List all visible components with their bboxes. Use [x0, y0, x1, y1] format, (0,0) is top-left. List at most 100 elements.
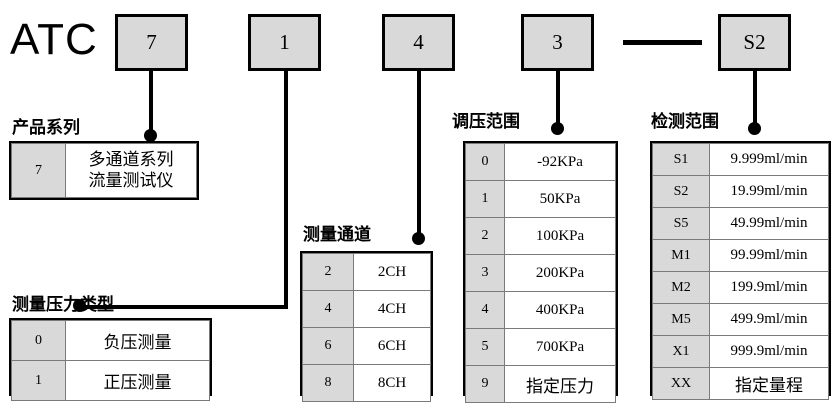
table-row[interactable]: 4 4CH: [302, 290, 431, 328]
row-desc: 199.9ml/min: [709, 271, 829, 304]
row-desc: 8CH: [353, 364, 431, 402]
code-box-pressure-range[interactable]: 3: [521, 14, 594, 71]
row-desc: 2CH: [353, 253, 431, 291]
row-desc: 指定压力: [504, 365, 616, 403]
connector-pressure-range: [556, 71, 560, 128]
table-detection-range-body: S1 9.999ml/min S2 19.99ml/min S5 49.99ml…: [652, 143, 829, 400]
row-desc: 19.99ml/min: [709, 175, 829, 208]
row-code: 1: [465, 180, 505, 218]
row-code: M2: [652, 271, 710, 304]
row-desc: 负压测量: [65, 320, 210, 361]
table-row[interactable]: 6 6CH: [302, 327, 431, 365]
connector-product-series: [149, 71, 153, 136]
row-desc: 多通道系列流量测试仪: [65, 143, 197, 198]
code-box-product-series[interactable]: 7: [115, 14, 188, 71]
table-detection-range: S1 9.999ml/min S2 19.99ml/min S5 49.99ml…: [650, 141, 831, 400]
table-row[interactable]: XX 指定量程: [652, 367, 829, 400]
row-desc: 4CH: [353, 290, 431, 328]
table-row[interactable]: S2 19.99ml/min: [652, 175, 829, 208]
row-code: 1: [11, 360, 66, 401]
row-desc: 99.99ml/min: [709, 239, 829, 272]
caption-pressure-range: 调压范围: [452, 112, 520, 132]
caption-detection-range: 检测范围: [651, 112, 719, 132]
table-channels: 2 2CH 4 4CH 6 6CH 8 8CH: [300, 251, 433, 402]
row-code: 4: [465, 291, 505, 329]
caption-channels: 测量通道: [303, 225, 371, 245]
table-row[interactable]: 5 700KPa: [465, 328, 616, 366]
row-code: X1: [652, 335, 710, 368]
row-code: S1: [652, 143, 710, 176]
table-row[interactable]: 4 400KPa: [465, 291, 616, 329]
table-row[interactable]: M2 199.9ml/min: [652, 271, 829, 304]
connector-dot-detection-range: [748, 122, 761, 135]
table-row[interactable]: X1 999.9ml/min: [652, 335, 829, 368]
table-row[interactable]: 0 负压测量: [11, 320, 210, 361]
row-desc: 指定量程: [709, 367, 829, 400]
table-row[interactable]: 0 -92KPa: [465, 143, 616, 181]
table-row[interactable]: S1 9.999ml/min: [652, 143, 829, 176]
connector-dot-channels: [412, 232, 425, 245]
table-pressure-type: 0 负压测量 1 正压测量: [9, 318, 212, 401]
row-code: S2: [652, 175, 710, 208]
connector-dot-pressure-type: [73, 299, 86, 312]
table-row[interactable]: 2 2CH: [302, 253, 431, 291]
table-row[interactable]: 1 正压测量: [11, 360, 210, 401]
row-desc: -92KPa: [504, 143, 616, 181]
table-row[interactable]: 2 100KPa: [465, 217, 616, 255]
row-desc: 100KPa: [504, 217, 616, 255]
row-desc: 200KPa: [504, 254, 616, 292]
connector-dot-product-series: [144, 129, 157, 142]
row-code: 7: [11, 143, 66, 198]
row-desc: 50KPa: [504, 180, 616, 218]
row-desc: 9.999ml/min: [709, 143, 829, 176]
brand-label: ATC: [10, 15, 98, 64]
row-code: XX: [652, 367, 710, 400]
table-row[interactable]: 7 多通道系列流量测试仪: [11, 143, 197, 198]
row-code: M5: [652, 303, 710, 336]
row-desc: 999.9ml/min: [709, 335, 829, 368]
table-row[interactable]: S5 49.99ml/min: [652, 207, 829, 240]
code-box-channels[interactable]: 4: [382, 14, 455, 71]
table-row[interactable]: 1 50KPa: [465, 180, 616, 218]
row-code: 0: [11, 320, 66, 361]
row-code: S5: [652, 207, 710, 240]
code-box-detection-range[interactable]: S2: [718, 14, 791, 71]
connector-pressure-type-horizontal: [78, 305, 288, 309]
table-pressure-range: 0 -92KPa 1 50KPa 2 100KPa 3 200KPa 4 4: [463, 141, 618, 403]
row-code: 6: [302, 327, 354, 365]
table-product-series: 7 多通道系列流量测试仪: [9, 141, 199, 200]
caption-pressure-type: 测量压力类型: [12, 295, 114, 315]
connector-channels: [417, 71, 421, 239]
row-desc: 49.99ml/min: [709, 207, 829, 240]
row-desc-line1: 多通道系列: [88, 149, 174, 170]
connector-dot-pressure-range: [551, 122, 564, 135]
separator-dash: [623, 40, 702, 45]
table-pressure-type-body: 0 负压测量 1 正压测量: [11, 320, 210, 401]
table-product-series-body: 7 多通道系列流量测试仪: [11, 143, 197, 198]
table-channels-body: 2 2CH 4 4CH 6 6CH 8 8CH: [302, 253, 431, 402]
table-row[interactable]: M1 99.99ml/min: [652, 239, 829, 272]
row-desc: 700KPa: [504, 328, 616, 366]
row-code: 4: [302, 290, 354, 328]
table-row[interactable]: M5 499.9ml/min: [652, 303, 829, 336]
connector-detection-range: [753, 71, 757, 128]
row-code: 9: [465, 365, 505, 403]
row-code: 5: [465, 328, 505, 366]
connector-pressure-type-vertical: [284, 71, 288, 309]
table-row[interactable]: 3 200KPa: [465, 254, 616, 292]
table-row[interactable]: 9 指定压力: [465, 365, 616, 403]
row-desc-line2: 流量测试仪: [88, 170, 174, 191]
row-code: M1: [652, 239, 710, 272]
table-row[interactable]: 8 8CH: [302, 364, 431, 402]
row-code: 2: [465, 217, 505, 255]
row-code: 3: [465, 254, 505, 292]
row-code: 8: [302, 364, 354, 402]
row-desc: 499.9ml/min: [709, 303, 829, 336]
caption-product-series: 产品系列: [12, 118, 80, 138]
code-box-pressure-type[interactable]: 1: [248, 14, 321, 71]
row-desc: 6CH: [353, 327, 431, 365]
row-desc: 正压测量: [65, 360, 210, 401]
row-code: 2: [302, 253, 354, 291]
row-code: 0: [465, 143, 505, 181]
